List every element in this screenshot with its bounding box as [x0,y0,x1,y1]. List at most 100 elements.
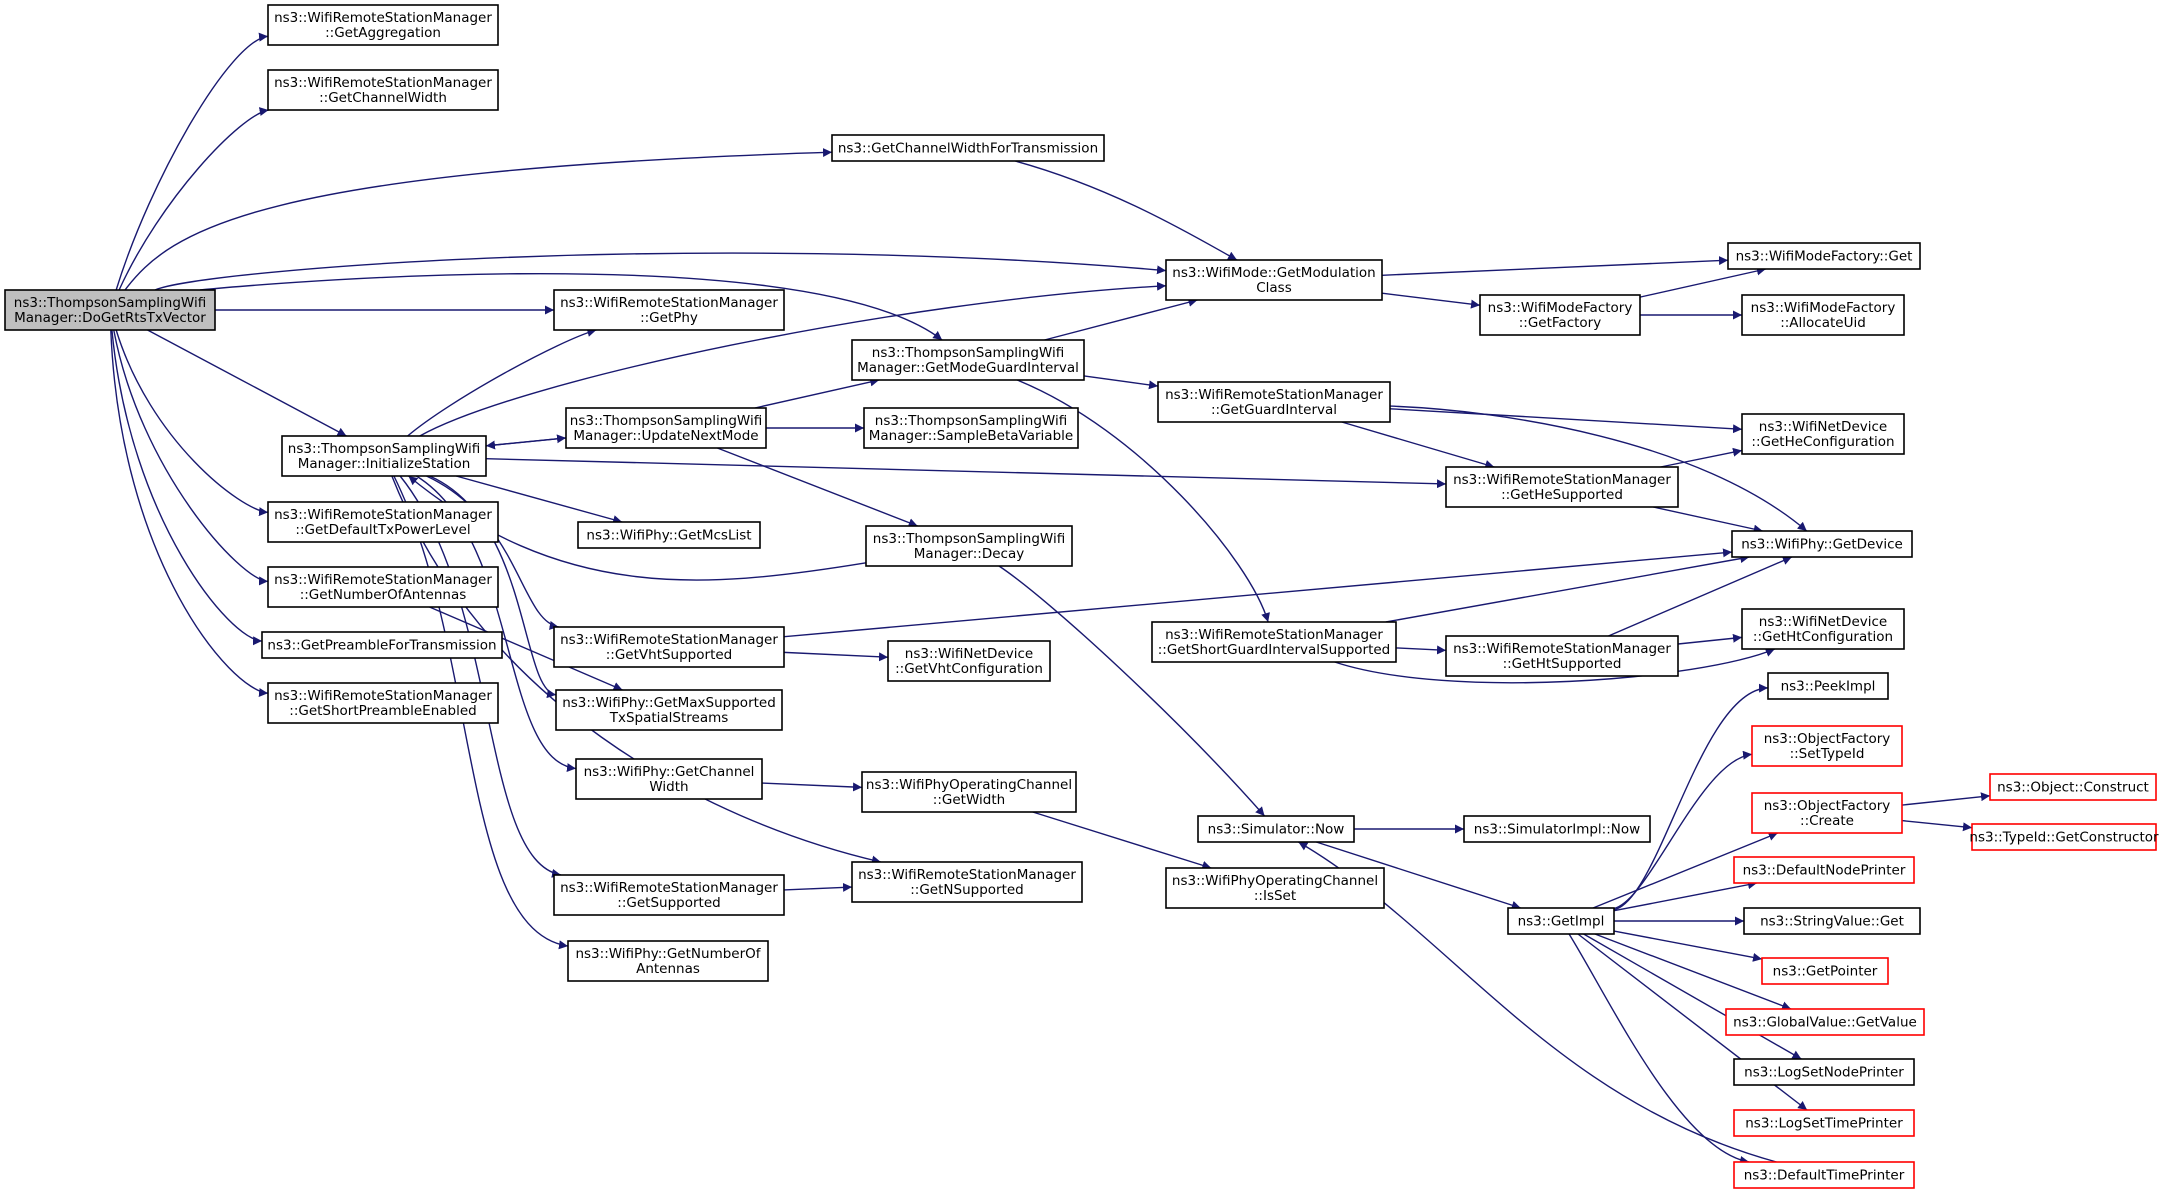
node-getShortPreamble[interactable]: ns3::WifiRemoteStationManager::GetShortP… [267,682,499,724]
node-peekImpl[interactable]: ns3::PeekImpl [1767,672,1889,700]
edge-getHeSup-to-getHeConf [1660,447,1743,468]
edge-getGI-to-getHeSup [1341,421,1495,469]
edge-getHeSup-to-getDevice [1653,506,1763,534]
edge-getImpl-to-globalGetValue [1594,933,1792,1010]
edge-root-to-getDefTxPow [115,329,269,517]
node-getDefTxPow[interactable]: ns3::WifiRemoteStationManager::GetDefaul… [267,501,499,543]
node-strValGet[interactable]: ns3::StringValue::Get [1743,907,1921,935]
node-getPointer[interactable]: ns3::GetPointer [1761,957,1889,985]
node-setTypeId[interactable]: ns3::ObjectFactory::SetTypeId [1751,725,1903,767]
node-box [1743,907,1921,935]
node-label: Class [1256,280,1292,296]
node-ofCreate[interactable]: ns3::ObjectFactory::Create [1751,792,1903,834]
node-getShortGISup[interactable]: ns3::WifiRemoteStationManager::GetShortG… [1151,621,1397,663]
node-getHtSup[interactable]: ns3::WifiRemoteStationManager::GetHtSupp… [1445,635,1679,677]
node-getHtConf[interactable]: ns3::WifiNetDevice::GetHtConfiguration [1741,608,1905,650]
node-defNodePrinter[interactable]: ns3::DefaultNodePrinter [1733,856,1915,884]
edge-root-to-getCWTx [124,148,833,291]
node-getMaxSS[interactable]: ns3::WifiPhy::GetMaxSupportedTxSpatialSt… [555,689,783,731]
node-getPhy[interactable]: ns3::WifiRemoteStationManager::GetPhy [553,289,785,331]
node-getCWTx[interactable]: ns3::GetChannelWidthForTransmission [831,134,1105,162]
node-label: ns3::DefaultNodePrinter [1743,863,1906,879]
node-label: ns3::ThompsonSamplingWifi [14,295,206,311]
node-getDevice[interactable]: ns3::WifiPhy::GetDevice [1731,530,1913,558]
node-label: ::GetHeConfiguration [1751,434,1894,450]
node-getMcsList[interactable]: ns3::WifiPhy::GetMcsList [577,521,761,549]
node-phyGetNumAnt[interactable]: ns3::WifiPhy::GetNumberOfAntennas [567,940,769,982]
node-root[interactable]: ns3::ThompsonSamplingWifiManager::DoGetR… [4,289,216,331]
node-box [1741,294,1905,336]
edge-getShortGISup-to-getDevice [1385,554,1750,623]
node-phyGetCW[interactable]: ns3::WifiPhy::GetChannelWidth [575,758,763,800]
edge-getModClass-to-modeFactGet [1381,256,1729,276]
node-box [1733,856,1915,884]
node-box [553,626,785,668]
node-label: ns3::WifiNetDevice [1759,614,1887,630]
node-box [567,940,769,982]
node-modeFactGet[interactable]: ns3::WifiModeFactory::Get [1727,242,1921,270]
node-getHeConf[interactable]: ns3::WifiNetDevice::GetHeConfiguration [1741,413,1905,455]
node-getImpl[interactable]: ns3::GetImpl [1507,907,1615,935]
node-box [1445,635,1679,677]
node-sampleBeta[interactable]: ns3::ThompsonSamplingWifiManager::Sample… [863,407,1079,449]
node-typeIdGetCtor[interactable]: ns3::TypeId::GetConstructor [1969,823,2159,851]
edge-getGI-to-getDevice [1389,405,1808,532]
node-label: ns3::GetImpl [1518,914,1605,930]
node-box [1165,867,1385,909]
node-box [1733,1058,1915,1086]
node-getVhtConf[interactable]: ns3::WifiNetDevice::GetVhtConfiguration [887,640,1051,682]
edge-getCWTx-to-getModClass [1014,160,1238,261]
node-updateNextMode[interactable]: ns3::ThompsonSamplingWifiManager::Update… [565,407,767,449]
node-label: ns3::ObjectFactory [1764,798,1891,814]
node-simNow[interactable]: ns3::Simulator::Now [1197,815,1355,843]
node-simImplNow[interactable]: ns3::SimulatorImpl::Now [1463,815,1651,843]
node-defTimePrinter[interactable]: ns3::DefaultTimePrinter [1733,1161,1915,1189]
node-label: ns3::WifiRemoteStationManager [1453,472,1671,488]
edge-decay-to-simNow [998,565,1266,817]
node-box [1727,242,1921,270]
node-label: ns3::WifiRemoteStationManager [274,507,492,523]
node-box [1157,381,1391,423]
node-label: Manager::SampleBetaVariable [869,428,1073,444]
node-label: ::SetTypeId [1790,746,1865,762]
node-getVhtSup[interactable]: ns3::WifiRemoteStationManager::GetVhtSup… [553,626,785,668]
node-initStation[interactable]: ns3::ThompsonSamplingWifiManager::Initia… [281,435,487,477]
edge-initStation-to-phyGetNumAnt [393,475,569,950]
node-box [267,69,499,111]
node-box [1445,466,1679,508]
node-getHeSup[interactable]: ns3::WifiRemoteStationManager::GetHeSupp… [1445,466,1679,508]
node-logSetTimePrinter[interactable]: ns3::LogSetTimePrinter [1733,1109,1915,1137]
node-label: ns3::ThompsonSamplingWifi [570,413,762,429]
node-getAgg[interactable]: ns3::WifiRemoteStationManager::GetAggreg… [267,4,499,46]
node-label: ns3::ThompsonSamplingWifi [875,413,1067,429]
node-modeFactGetFactory[interactable]: ns3::WifiModeFactory::GetFactory [1479,294,1641,336]
edge-getImpl-to-setTypeId [1613,750,1753,910]
node-label: ::GetPhy [640,310,698,326]
node-getNSup[interactable]: ns3::WifiRemoteStationManager::GetNSuppo… [851,861,1083,903]
node-opChGetWidth[interactable]: ns3::WifiPhyOperatingChannel::GetWidth [861,771,1077,813]
edge-root-to-getAgg [115,32,269,291]
node-objConstruct[interactable]: ns3::Object::Construct [1989,773,2157,801]
edge-updateNextMode-to-decay [717,447,918,527]
node-getModeGI[interactable]: ns3::ThompsonSamplingWifiManager::GetMod… [851,339,1085,381]
node-getGI[interactable]: ns3::WifiRemoteStationManager::GetGuardI… [1157,381,1391,423]
node-allocUid[interactable]: ns3::WifiModeFactory::AllocateUid [1741,294,1905,336]
node-label: ns3::WifiPhy::GetMaxSupported [562,695,776,711]
edge-getModeGI-to-getModClass [1044,297,1198,341]
node-getSupported[interactable]: ns3::WifiRemoteStationManager::GetSuppor… [553,874,785,916]
node-getNumAnt[interactable]: ns3::WifiRemoteStationManager::GetNumber… [267,566,499,608]
edge-root-to-initStation [147,329,347,437]
node-opChIsSet[interactable]: ns3::WifiPhyOperatingChannel::IsSet [1165,867,1385,909]
node-getPreamble[interactable]: ns3::GetPreambleForTransmission [261,631,503,659]
edge-ofCreate-to-objConstruct [1901,792,1991,806]
edge-initStation-to-getMcsList [455,475,623,524]
node-logSetNodePrinter[interactable]: ns3::LogSetNodePrinter [1733,1058,1915,1086]
node-globalGetValue[interactable]: ns3::GlobalValue::GetValue [1725,1008,1925,1036]
node-label: ::GetWidth [933,792,1005,808]
node-box [1971,823,2157,851]
node-box [1761,957,1889,985]
node-getCW[interactable]: ns3::WifiRemoteStationManager::GetChanne… [267,69,499,111]
node-label: ::GetGuardInterval [1211,402,1337,418]
